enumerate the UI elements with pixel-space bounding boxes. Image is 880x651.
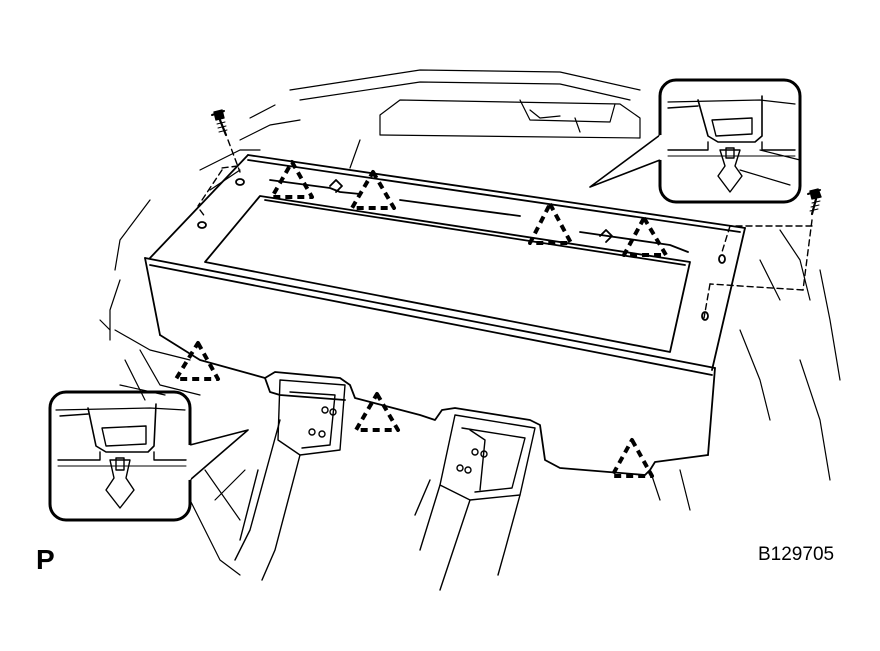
figure-code: B129705 (758, 544, 835, 565)
vehicle-body-lines (99, 69, 841, 511)
screw-left-guide (197, 139, 241, 219)
clip-detail-callout-bottom (48, 390, 249, 522)
dashed-triangle-icon (350, 170, 396, 210)
dashed-triangle-icon (528, 202, 573, 245)
seat-rail-left (234, 379, 346, 581)
screw-left (211, 109, 228, 137)
dashed-triangle-icon (270, 160, 314, 199)
undercover-tray (144, 154, 746, 476)
dashed-triangle-icon (354, 392, 400, 432)
clip-detail-callout-top (589, 78, 802, 204)
clip-markers (174, 160, 668, 478)
dashed-triangle-icon (622, 216, 668, 257)
screw-right (807, 188, 822, 216)
dashed-triangle-icon (174, 341, 220, 381)
view-label: P (36, 544, 55, 575)
screw-right-guide (703, 219, 813, 319)
left-floor-structure (114, 329, 246, 576)
dashed-triangle-icon (610, 438, 654, 478)
seat-rail-right (414, 414, 536, 591)
